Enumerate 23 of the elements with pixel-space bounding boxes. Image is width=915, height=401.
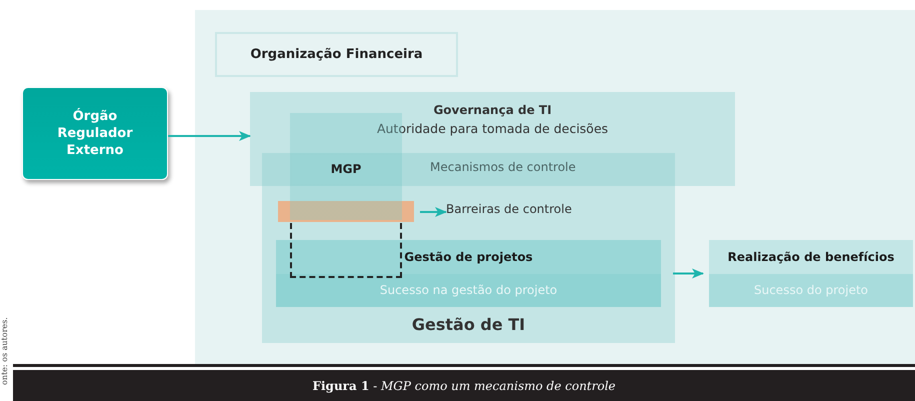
box-subtitle: Mecanismos de controle [430,160,576,174]
box-subtitle: Sucesso do projeto [709,274,913,307]
source-note: onte: os autores. [0,316,10,385]
box-subtitle: Autoridade para tomada de decisões [376,121,610,136]
box-title: Governança de TI [432,103,553,117]
regulator-box: Órgão Regulador Externo [22,87,168,180]
box-title: Realização de benefícios [709,240,913,274]
arrow [673,268,704,278]
box-title: MGP [330,162,362,176]
box-title: Gestão de projetos [276,240,661,274]
governance-box [250,92,735,186]
arrow [168,131,251,141]
benefits-box [709,240,913,307]
box-subtitle: Sucesso na gestão do projeto [276,274,661,307]
barrier-label: Barreiras de controle [446,202,572,222]
barrier-bar [278,201,414,222]
arrow [420,207,447,217]
panel-heading: Organização Financeira [215,32,458,77]
organization-panel [195,10,915,365]
project-management-box [276,240,661,307]
figure-caption: Figura 1 - MGP como um mecanismo de controle [13,370,915,401]
box-title: Gestão de TI [410,315,526,334]
it-management-box [262,153,675,343]
